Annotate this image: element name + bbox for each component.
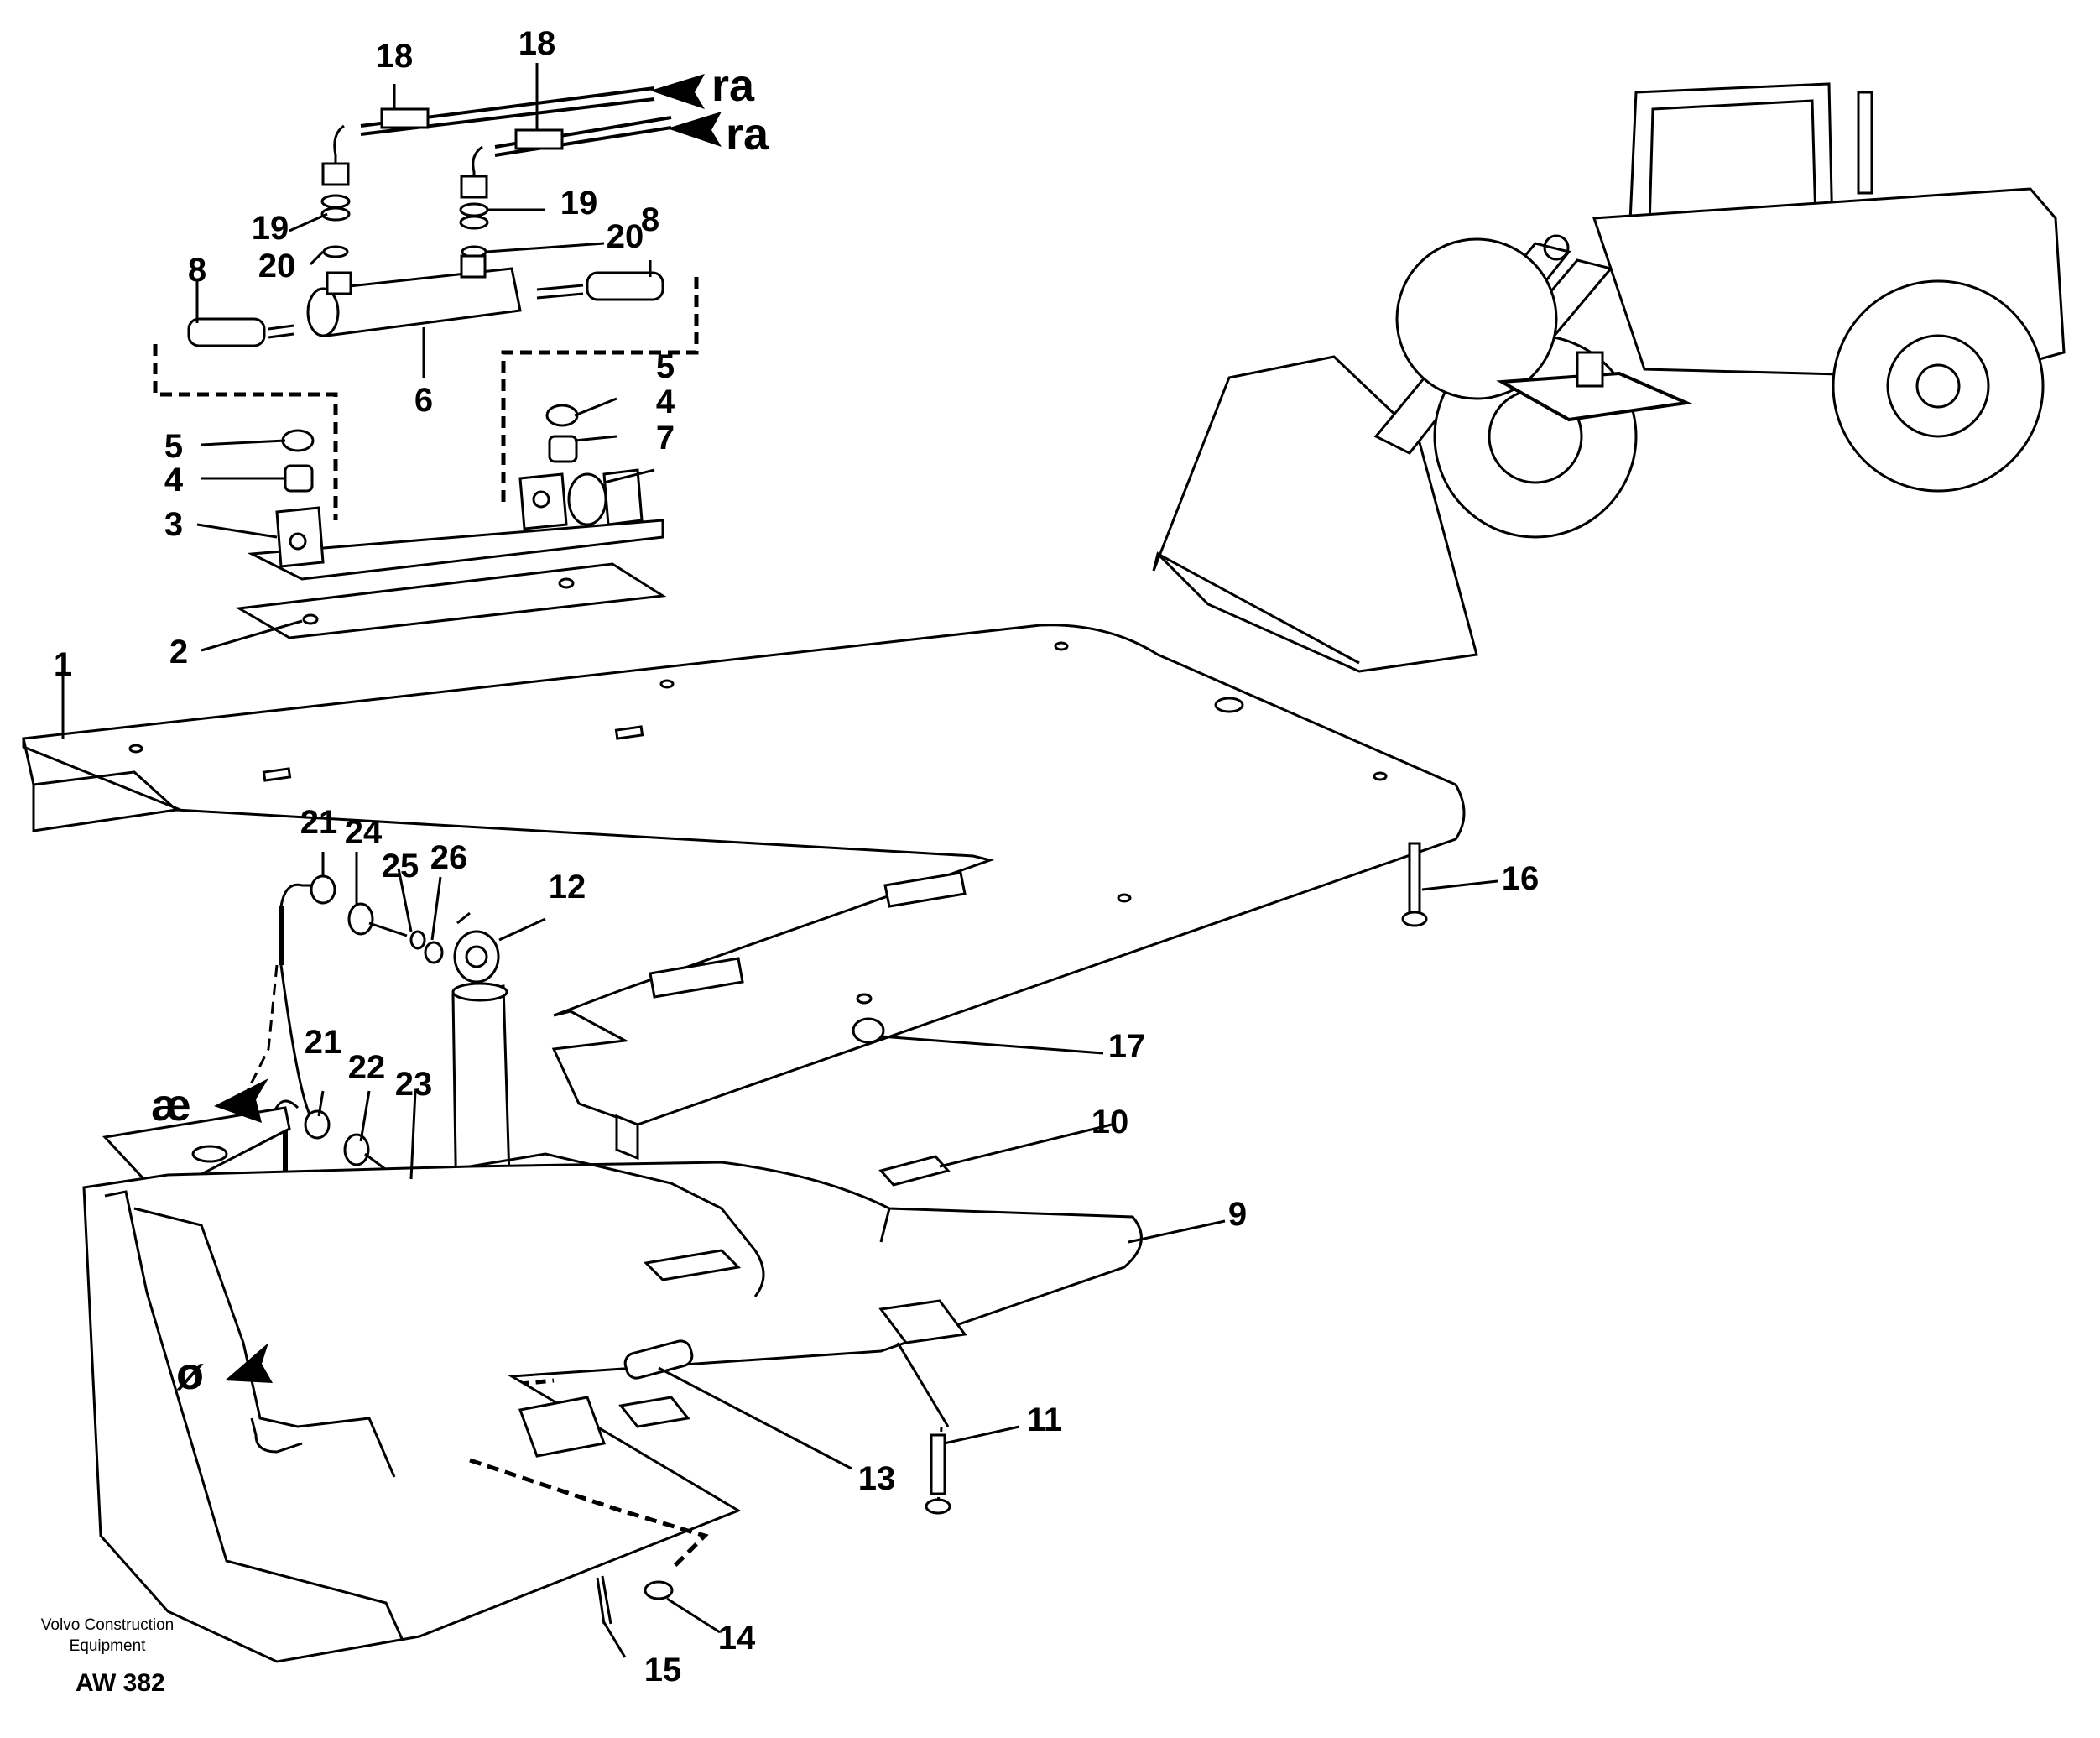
callout-1: 1 — [54, 646, 72, 683]
drawing-code: AW 382 — [76, 1669, 165, 1697]
callout-18b: 18 — [518, 25, 556, 62]
valve-assembly — [153, 86, 699, 761]
callout-20a: 20 — [258, 248, 296, 284]
callout-15: 15 — [644, 1652, 682, 1688]
arrow-letter-labels: ra ra æ ø — [151, 60, 769, 1399]
callout-19a: 19 — [252, 210, 289, 247]
callout-2: 2 — [169, 634, 188, 671]
callout-4b: 4 — [656, 384, 675, 420]
callout-25: 25 — [382, 848, 419, 885]
callout-9: 9 — [1228, 1196, 1247, 1233]
lower-plate — [82, 842, 1428, 1663]
callout-3: 3 — [164, 506, 183, 543]
callout-7: 7 — [656, 420, 675, 457]
callout-19b: 19 — [560, 185, 598, 222]
callout-24: 24 — [345, 814, 383, 851]
callout-6: 6 — [414, 382, 433, 419]
floor-plate — [22, 624, 1466, 1161]
arrow-label-ra-bottom: ra — [726, 109, 769, 159]
callout-5b: 5 — [656, 348, 675, 385]
callout-13: 13 — [858, 1460, 896, 1497]
direction-arrows — [214, 74, 722, 1383]
callout-17: 17 — [1108, 1028, 1146, 1065]
callout-22: 22 — [348, 1049, 386, 1086]
leader-lines — [61, 63, 1498, 1658]
arrow-label-ae: æ — [151, 1080, 191, 1130]
callout-11: 11 — [1027, 1401, 1062, 1438]
arrow-ae — [214, 1078, 268, 1123]
callout-4a: 4 — [164, 462, 184, 498]
callout-8a: 8 — [188, 252, 206, 289]
brand-line-2: Equipment — [70, 1637, 147, 1655]
callout-16: 16 — [1502, 860, 1540, 897]
callout-14: 14 — [718, 1620, 756, 1657]
footer-block: Volvo Construction Equipment AW 382 — [41, 1616, 174, 1697]
brand-line-1: Volvo Construction — [41, 1616, 174, 1634]
callout-5a: 5 — [164, 428, 183, 465]
callout-23: 23 — [395, 1066, 433, 1103]
callout-labels: 18 18 19 19 20 20 8 8 6 5 4 7 5 4 3 2 1 … — [54, 25, 1539, 1688]
callout-12: 12 — [549, 869, 586, 906]
arrow-ra-bottom — [667, 112, 722, 147]
callout-18a: 18 — [376, 38, 414, 75]
callout-21a: 21 — [300, 804, 338, 841]
arrow-label-oslash: ø — [176, 1349, 204, 1399]
wheel-loader-illustration — [1152, 82, 2066, 673]
callout-8b: 8 — [641, 201, 659, 238]
callout-10: 10 — [1092, 1104, 1129, 1140]
callout-21b: 21 — [305, 1024, 342, 1061]
arrow-ra-top — [650, 74, 705, 109]
callout-26: 26 — [430, 839, 468, 876]
callout-20b: 20 — [607, 218, 644, 255]
arrow-oslash — [225, 1343, 273, 1383]
arrow-label-ra-top: ra — [711, 60, 755, 111]
